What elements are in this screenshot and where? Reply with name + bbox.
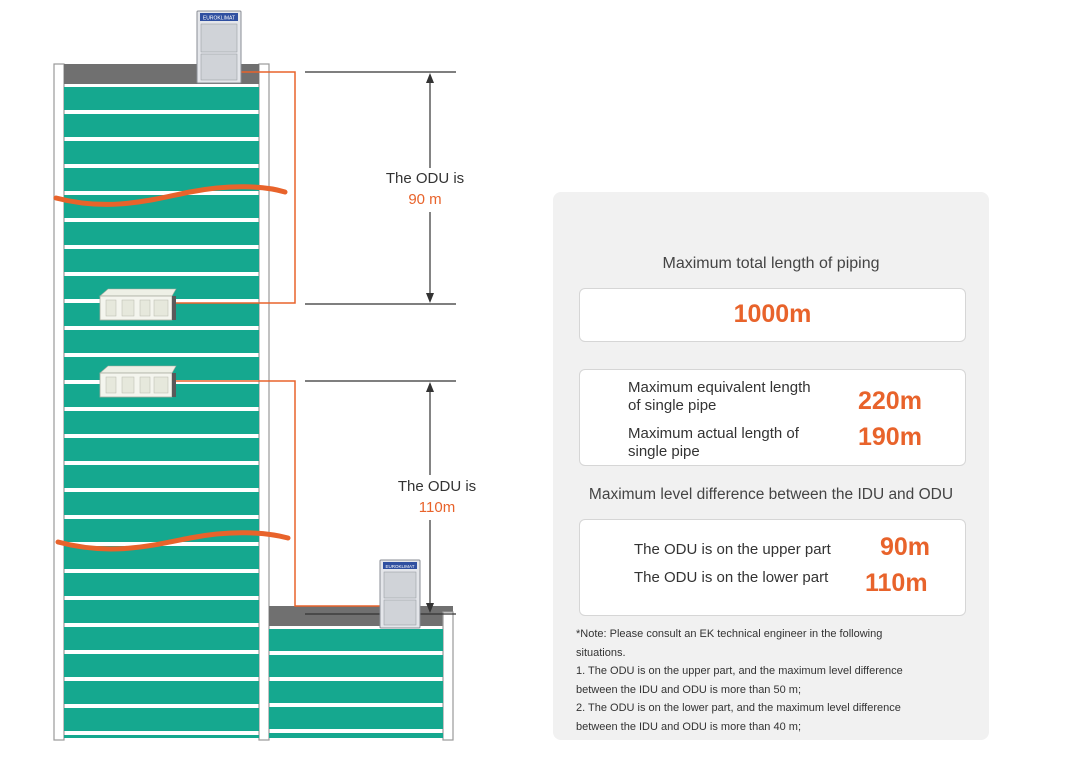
note-text: *Note: Please consult an EK technical en… <box>576 625 976 736</box>
floor-band <box>269 629 443 651</box>
break-wave-lower <box>55 530 291 552</box>
outdoor-unit-bottom: EUROKLIMAT <box>379 559 421 629</box>
floor-band <box>64 222 259 245</box>
building-diagram: EUROKLIMAT EUROKLIMAT <box>53 10 456 741</box>
low-building-right-wall <box>442 611 454 741</box>
lower-part-label: The ODU is on the lower part <box>634 569 829 586</box>
floor-band <box>64 546 259 569</box>
indoor-unit-lower <box>99 365 177 398</box>
odu-brand-top: EUROKLIMAT <box>203 16 235 22</box>
tall-building-floors <box>64 87 259 738</box>
upper-label-value: 90 m <box>408 191 442 208</box>
floor-band <box>64 465 259 488</box>
lower-label-value: 110m <box>418 499 456 516</box>
note-item2-line2: between the IDU and ODU is more than 40 … <box>576 720 801 733</box>
note-intro-line1: *Note: Please consult an EK technical en… <box>576 628 883 640</box>
low-building-floors <box>269 629 443 738</box>
lower-label-text: The ODU is <box>397 478 477 495</box>
pipe-lower <box>172 380 380 607</box>
floor-band <box>269 707 443 729</box>
note-item1-line2: between the IDU and ODU is more than 50 … <box>576 683 801 696</box>
level-difference-card: The ODU is on the upper part 90m The ODU… <box>579 519 966 616</box>
equivalent-length-label: Maximum equivalent length of single pipe <box>628 379 811 414</box>
tall-building-right-wall <box>258 63 270 741</box>
upper-dimension-label: The ODU is 90 m <box>365 168 485 210</box>
odu-brand-bottom: EUROKLIMAT <box>386 564 415 569</box>
floor-band <box>64 492 259 515</box>
note-item2-line1: 2. The ODU is on the lower part, and the… <box>576 702 901 714</box>
floor-band <box>64 600 259 623</box>
floor-band <box>64 195 259 218</box>
floor-band <box>64 438 259 461</box>
floor-band <box>64 519 259 542</box>
arrow-head-down-1 <box>426 293 434 303</box>
floor-band <box>64 168 259 191</box>
floor-band <box>64 573 259 596</box>
actual-length-value: 190m <box>858 423 922 451</box>
total-length-value: 1000m <box>733 300 812 328</box>
floor-band <box>269 681 443 703</box>
floor-band <box>64 627 259 650</box>
break-wave-upper <box>53 184 288 207</box>
floor-band <box>64 249 259 272</box>
floor-band <box>64 654 259 677</box>
note-item1-line1: 1. The ODU is on the upper part, and the… <box>576 665 903 677</box>
info-panel: Maximum total length of piping 1000m Max… <box>553 192 989 740</box>
total-length-card: 1000m <box>579 288 966 342</box>
single-pipe-card: Maximum equivalent length of single pipe… <box>579 369 966 466</box>
floor-band <box>64 411 259 434</box>
note-intro-line2: situations. <box>576 646 626 659</box>
floor-band <box>64 330 259 353</box>
equivalent-length-value: 220m <box>858 387 922 415</box>
floor-band <box>64 87 259 110</box>
floor-band <box>64 681 259 704</box>
upper-part-value: 90m <box>880 533 931 561</box>
floor-band <box>64 735 259 738</box>
arrow-head-down-2 <box>426 603 434 613</box>
lower-part-value: 110m <box>865 569 928 597</box>
floor-band <box>269 733 443 738</box>
pipe-upper <box>172 71 296 304</box>
arrow-head-up-2 <box>426 382 434 392</box>
indoor-unit-upper <box>99 288 177 321</box>
upper-part-label: The ODU is on the upper part <box>634 541 831 558</box>
floor-band <box>64 141 259 164</box>
arrow-head-up-1 <box>426 73 434 83</box>
floor-band <box>64 708 259 731</box>
total-length-heading: Maximum total length of piping <box>662 255 880 272</box>
floor-band <box>269 655 443 677</box>
floor-band <box>64 114 259 137</box>
tall-building-left-wall <box>53 63 65 741</box>
low-building-roof <box>269 606 453 626</box>
lower-dimension-label: The ODU is 110m <box>377 476 497 518</box>
actual-length-label: Maximum actual length of single pipe <box>628 425 799 460</box>
outdoor-unit-top: EUROKLIMAT <box>196 10 242 84</box>
level-difference-heading: Maximum level difference between the IDU… <box>588 486 954 503</box>
upper-label-text: The ODU is <box>385 170 465 187</box>
